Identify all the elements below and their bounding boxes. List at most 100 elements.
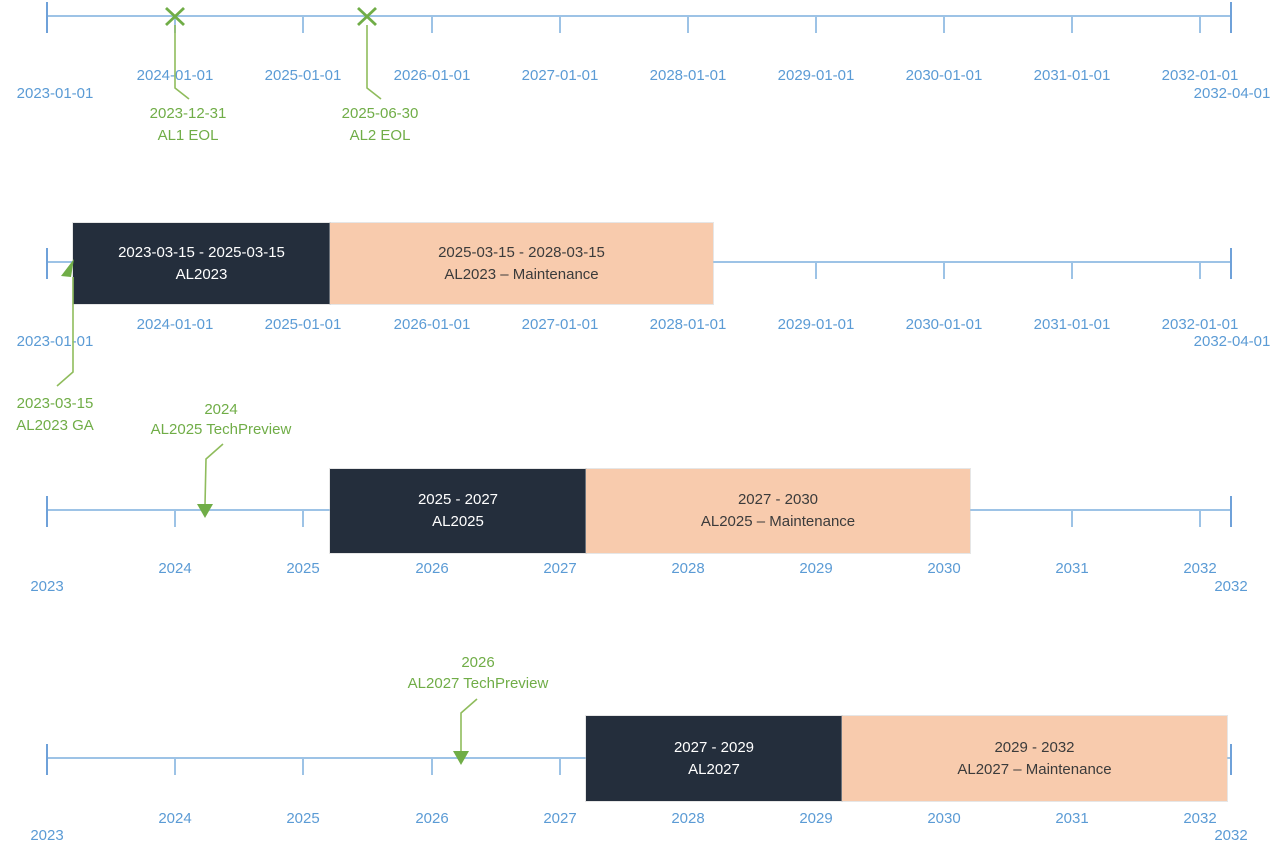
tick-label: 2026-01-01	[393, 67, 471, 84]
tick-label: 2030-01-01	[905, 316, 983, 333]
bar-date-range: 2027 - 2030	[737, 491, 819, 508]
bar-date-range: 2025-03-15 - 2028-03-15	[438, 243, 605, 261]
tick-label: 2029	[799, 560, 833, 577]
axis-start-label: 2023	[30, 578, 64, 595]
axis-end-tick	[1230, 744, 1232, 775]
year-tick	[174, 16, 176, 33]
axis-end-label: 2032	[1214, 827, 1248, 844]
tick-label: 2029	[799, 810, 833, 827]
tick-label: 2028-01-01	[649, 316, 727, 333]
tick-label: 2027-01-01	[521, 316, 599, 333]
tick-label: 2031	[1055, 560, 1089, 577]
tick-label: 2027	[543, 560, 577, 577]
tick-label: 2026	[415, 560, 449, 577]
year-tick	[174, 510, 176, 527]
al2027-maintenance-bar: 2029 - 2032 AL2027 – Maintenance	[842, 716, 1227, 801]
tick-label: 2026	[415, 810, 449, 827]
tick-label: 2024-01-01	[136, 316, 214, 333]
year-tick	[1071, 16, 1073, 33]
eol-marker-date: 2025-06-30	[341, 105, 419, 122]
al2023-maintenance-bar: 2025-03-15 - 2028-03-15 AL2023 – Mainten…	[330, 223, 713, 304]
techpreview-annotation-label: AL2027 TechPreview	[407, 675, 549, 692]
techpreview-annotation-label: AL2025 TechPreview	[150, 421, 292, 438]
axis-start-tick	[46, 496, 48, 527]
callout-line	[460, 698, 478, 752]
year-tick	[174, 758, 176, 775]
bar-label: AL2027 – Maintenance	[957, 760, 1112, 778]
al2025-ga-bar: 2025 - 2027 AL2025	[330, 469, 586, 553]
tick-label: 2030-01-01	[905, 67, 983, 84]
al2027-ga-bar: 2027 - 2029 AL2027	[586, 716, 842, 801]
tick-label: 2024-01-01	[136, 67, 214, 84]
tick-label: 2028-01-01	[649, 67, 727, 84]
tick-label: 2028	[671, 560, 705, 577]
year-tick	[1071, 510, 1073, 527]
tick-label: 2024	[158, 810, 192, 827]
tick-label: 2032	[1183, 810, 1217, 827]
axis-end-tick	[1230, 496, 1232, 527]
axis-end-tick	[1230, 2, 1232, 33]
tick-label: 2025	[286, 810, 320, 827]
tick-label: 2025	[286, 560, 320, 577]
year-tick	[687, 16, 689, 33]
callout-line	[366, 25, 382, 100]
year-tick	[1199, 16, 1201, 33]
axis-start-tick	[46, 744, 48, 775]
bar-label: AL2025	[432, 513, 484, 530]
callout-line	[174, 25, 190, 100]
ga-annotation-label: AL2023 GA	[16, 417, 94, 434]
callout-line	[56, 277, 74, 387]
year-tick	[431, 16, 433, 33]
tick-label: 2025-01-01	[264, 316, 342, 333]
techpreview-annotation-year: 2026	[461, 654, 495, 671]
year-tick	[943, 16, 945, 33]
al2023-ga-bar: 2023-03-15 - 2025-03-15 AL2023	[73, 223, 330, 304]
year-tick	[1071, 262, 1073, 279]
axis-start-label: 2023	[30, 827, 64, 844]
axis-end-tick	[1230, 248, 1232, 279]
year-tick	[1199, 510, 1201, 527]
callout-line	[204, 443, 224, 506]
year-tick	[302, 16, 304, 33]
axis-end-label: 2032-04-01	[1193, 85, 1271, 102]
tick-label: 2031	[1055, 810, 1089, 827]
tick-label: 2025-01-01	[264, 67, 342, 84]
bar-date-range: 2025 - 2027	[417, 491, 499, 508]
tick-label: 2026-01-01	[393, 316, 471, 333]
bar-date-range: 2023-03-15 - 2025-03-15	[118, 243, 285, 261]
bar-date-range: 2029 - 2032	[994, 738, 1075, 756]
techpreview-annotation-year: 2024	[204, 401, 238, 418]
axis-start-label: 2023-01-01	[16, 333, 94, 350]
eol-marker-label: AL1 EOL	[157, 127, 219, 144]
year-tick	[815, 262, 817, 279]
year-tick	[943, 262, 945, 279]
bar-label: AL2027	[688, 760, 740, 778]
tick-label: 2030	[927, 810, 961, 827]
year-tick	[1199, 262, 1201, 279]
tick-label: 2027	[543, 810, 577, 827]
tick-label: 2028	[671, 810, 705, 827]
bar-label: AL2023 – Maintenance	[444, 265, 599, 283]
tick-label: 2032-01-01	[1161, 316, 1239, 333]
year-tick	[559, 16, 561, 33]
tick-label: 2027-01-01	[521, 67, 599, 84]
tick-label: 2024	[158, 560, 192, 577]
tick-label: 2030	[927, 560, 961, 577]
year-tick	[302, 510, 304, 527]
al2025-maintenance-bar: 2027 - 2030 AL2025 – Maintenance	[586, 469, 970, 553]
axis-start-label: 2023-01-01	[16, 85, 94, 102]
arrow-down-icon	[197, 504, 213, 518]
axis-line	[47, 15, 1232, 17]
ga-annotation-date: 2023-03-15	[16, 395, 94, 412]
bar-date-range: 2027 - 2029	[673, 738, 755, 756]
tick-label: 2029-01-01	[777, 316, 855, 333]
axis-end-label: 2032	[1214, 578, 1248, 595]
year-tick	[431, 758, 433, 775]
eol-marker-date: 2023-12-31	[149, 105, 227, 122]
eol-marker-label: AL2 EOL	[349, 127, 411, 144]
tick-label: 2032	[1183, 560, 1217, 577]
bar-label: AL2025 – Maintenance	[700, 513, 856, 530]
year-tick	[302, 758, 304, 775]
axis-start-tick	[46, 2, 48, 33]
